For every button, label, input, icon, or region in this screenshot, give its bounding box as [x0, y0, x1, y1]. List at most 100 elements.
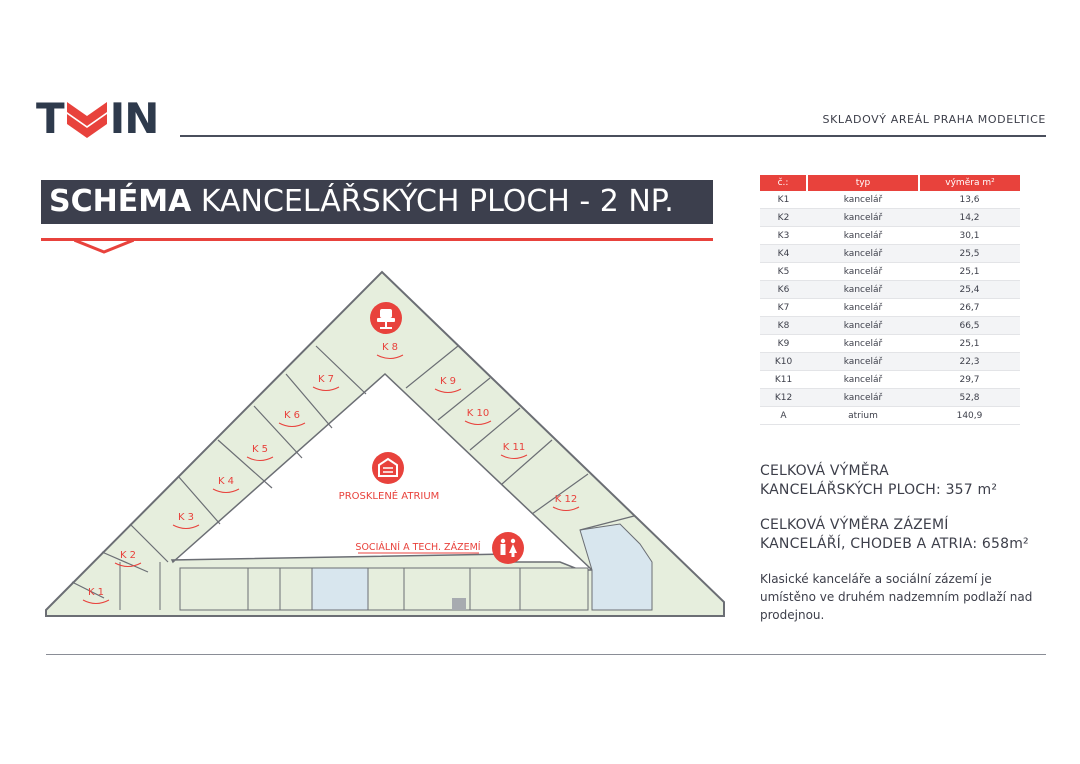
cell-number: K1: [760, 191, 807, 209]
cell-type: kancelář: [807, 208, 919, 227]
cell-type: kancelář: [807, 244, 919, 263]
cell-area: 140,9: [919, 406, 1020, 425]
office-chair-icon: [370, 302, 402, 334]
room-label-underline: [82, 599, 110, 604]
page-title-light: KANCELÁŘSKÝCH PLOCH - 2 NP.: [191, 184, 674, 219]
room-label-underline: [212, 488, 240, 493]
page-title-bold: SCHÉMA: [49, 184, 192, 219]
room-label: K 9: [440, 376, 456, 387]
cell-number: K10: [760, 352, 807, 371]
room-label-underline: [312, 386, 340, 391]
cell-area: 30,1: [919, 226, 1020, 245]
atrium-icon: [372, 452, 404, 484]
column-header-type: typ: [807, 175, 920, 191]
cell-area: 25,4: [919, 280, 1020, 299]
support-area-total-line2: KANCELÁŘÍ, CHODEB A ATRIA: 658m²: [760, 536, 1029, 552]
room-label-underline: [246, 456, 274, 461]
office-area-total-line2: KANCELÁŘSKÝCH PLOCH: 357 m²: [760, 482, 998, 498]
page-title: SCHÉMA KANCELÁŘSKÝCH PLOCH - 2 NP.: [41, 180, 713, 224]
cell-number: K4: [760, 244, 807, 263]
cell-area: 25,1: [919, 334, 1020, 353]
column-header-number: č.:: [760, 175, 808, 191]
cell-type: kancelář: [807, 334, 919, 353]
restroom-icon: [492, 532, 524, 564]
title-underline: [41, 238, 713, 241]
room-label: K 5: [252, 444, 268, 455]
room-label-underline: [376, 354, 404, 359]
room-label: K 1: [88, 587, 104, 598]
cell-type: kancelář: [807, 388, 919, 407]
cell-type: kancelář: [807, 262, 919, 281]
header-divider: [180, 135, 1046, 137]
cell-type: kancelář: [807, 298, 919, 317]
room-labels: K 1K 2K 3K 4K 5K 6K 7K 8K 9K 10K 11K 12: [82, 342, 580, 604]
floor-plan: K 1K 2K 3K 4K 5K 6K 7K 8K 9K 10K 11K 12 …: [45, 270, 725, 617]
logo: T IN: [36, 94, 160, 143]
room-label: K 6: [284, 410, 300, 421]
cell-number: K7: [760, 298, 807, 317]
cell-number: K3: [760, 226, 807, 245]
cell-area: 52,8: [919, 388, 1020, 407]
cell-type: kancelář: [807, 226, 919, 245]
cell-area: 14,2: [919, 208, 1020, 227]
footer-divider: [46, 654, 1046, 655]
room-label-underline: [278, 422, 306, 427]
cell-area: 66,5: [919, 316, 1020, 335]
room-label: K 8: [382, 342, 398, 353]
atrium-label: PROSKLENÉ ATRIUM: [339, 489, 440, 502]
logo-letter-t: T: [36, 94, 65, 143]
room-label-underline: [552, 506, 580, 511]
area-name: SKLADOVÝ AREÁL PRAHA MODELTICE: [822, 113, 1046, 126]
logo-chevron-icon: [66, 102, 107, 138]
cell-area: 25,5: [919, 244, 1020, 263]
cell-type: kancelář: [807, 316, 919, 335]
cell-type: kancelář: [807, 191, 919, 209]
support-area-total-line1: CELKOVÁ VÝMĚRA ZÁZEMÍ: [760, 517, 949, 533]
cell-number: A: [760, 406, 807, 425]
logo-letters-in: IN: [109, 94, 160, 143]
cell-area: 25,1: [919, 262, 1020, 281]
cell-number: K2: [760, 208, 807, 227]
room-label: K 11: [503, 442, 525, 453]
cell-type: kancelář: [807, 370, 919, 389]
cell-number: K6: [760, 280, 807, 299]
social-label: SOCIÁLNÍ A TECH. ZÁZEMÍ: [355, 541, 480, 553]
room-label-underline: [172, 524, 200, 529]
room-label: K 10: [467, 408, 489, 419]
column-header-area: výměra m²: [919, 175, 1020, 191]
description: Klasické kanceláře a sociální zázemí je …: [760, 572, 1033, 622]
cell-type: atrium: [807, 406, 919, 425]
support-area-total: CELKOVÁ VÝMĚRA ZÁZEMÍ KANCELÁŘÍ, CHODEB …: [760, 516, 1029, 554]
cell-number: K12: [760, 388, 807, 407]
cell-number: K11: [760, 370, 807, 389]
cell-area: 22,3: [919, 352, 1020, 371]
cell-number: K9: [760, 334, 807, 353]
office-area-total: CELKOVÁ VÝMĚRA KANCELÁŘSKÝCH PLOCH: 357 …: [760, 462, 997, 500]
room-label-underline: [500, 454, 528, 459]
room-label: K 7: [318, 374, 334, 385]
room-label-underline: [464, 420, 492, 425]
cell-area: 29,7: [919, 370, 1020, 389]
cell-area: 26,7: [919, 298, 1020, 317]
cell-number: K5: [760, 262, 807, 281]
cell-type: kancelář: [807, 352, 919, 371]
table-header: č.: typ výměra m²: [760, 175, 1020, 191]
room-label: K 2: [120, 550, 136, 561]
cell-number: K8: [760, 316, 807, 335]
room-label-underline: [434, 388, 462, 393]
office-area-total-line1: CELKOVÁ VÝMĚRA: [760, 463, 889, 479]
